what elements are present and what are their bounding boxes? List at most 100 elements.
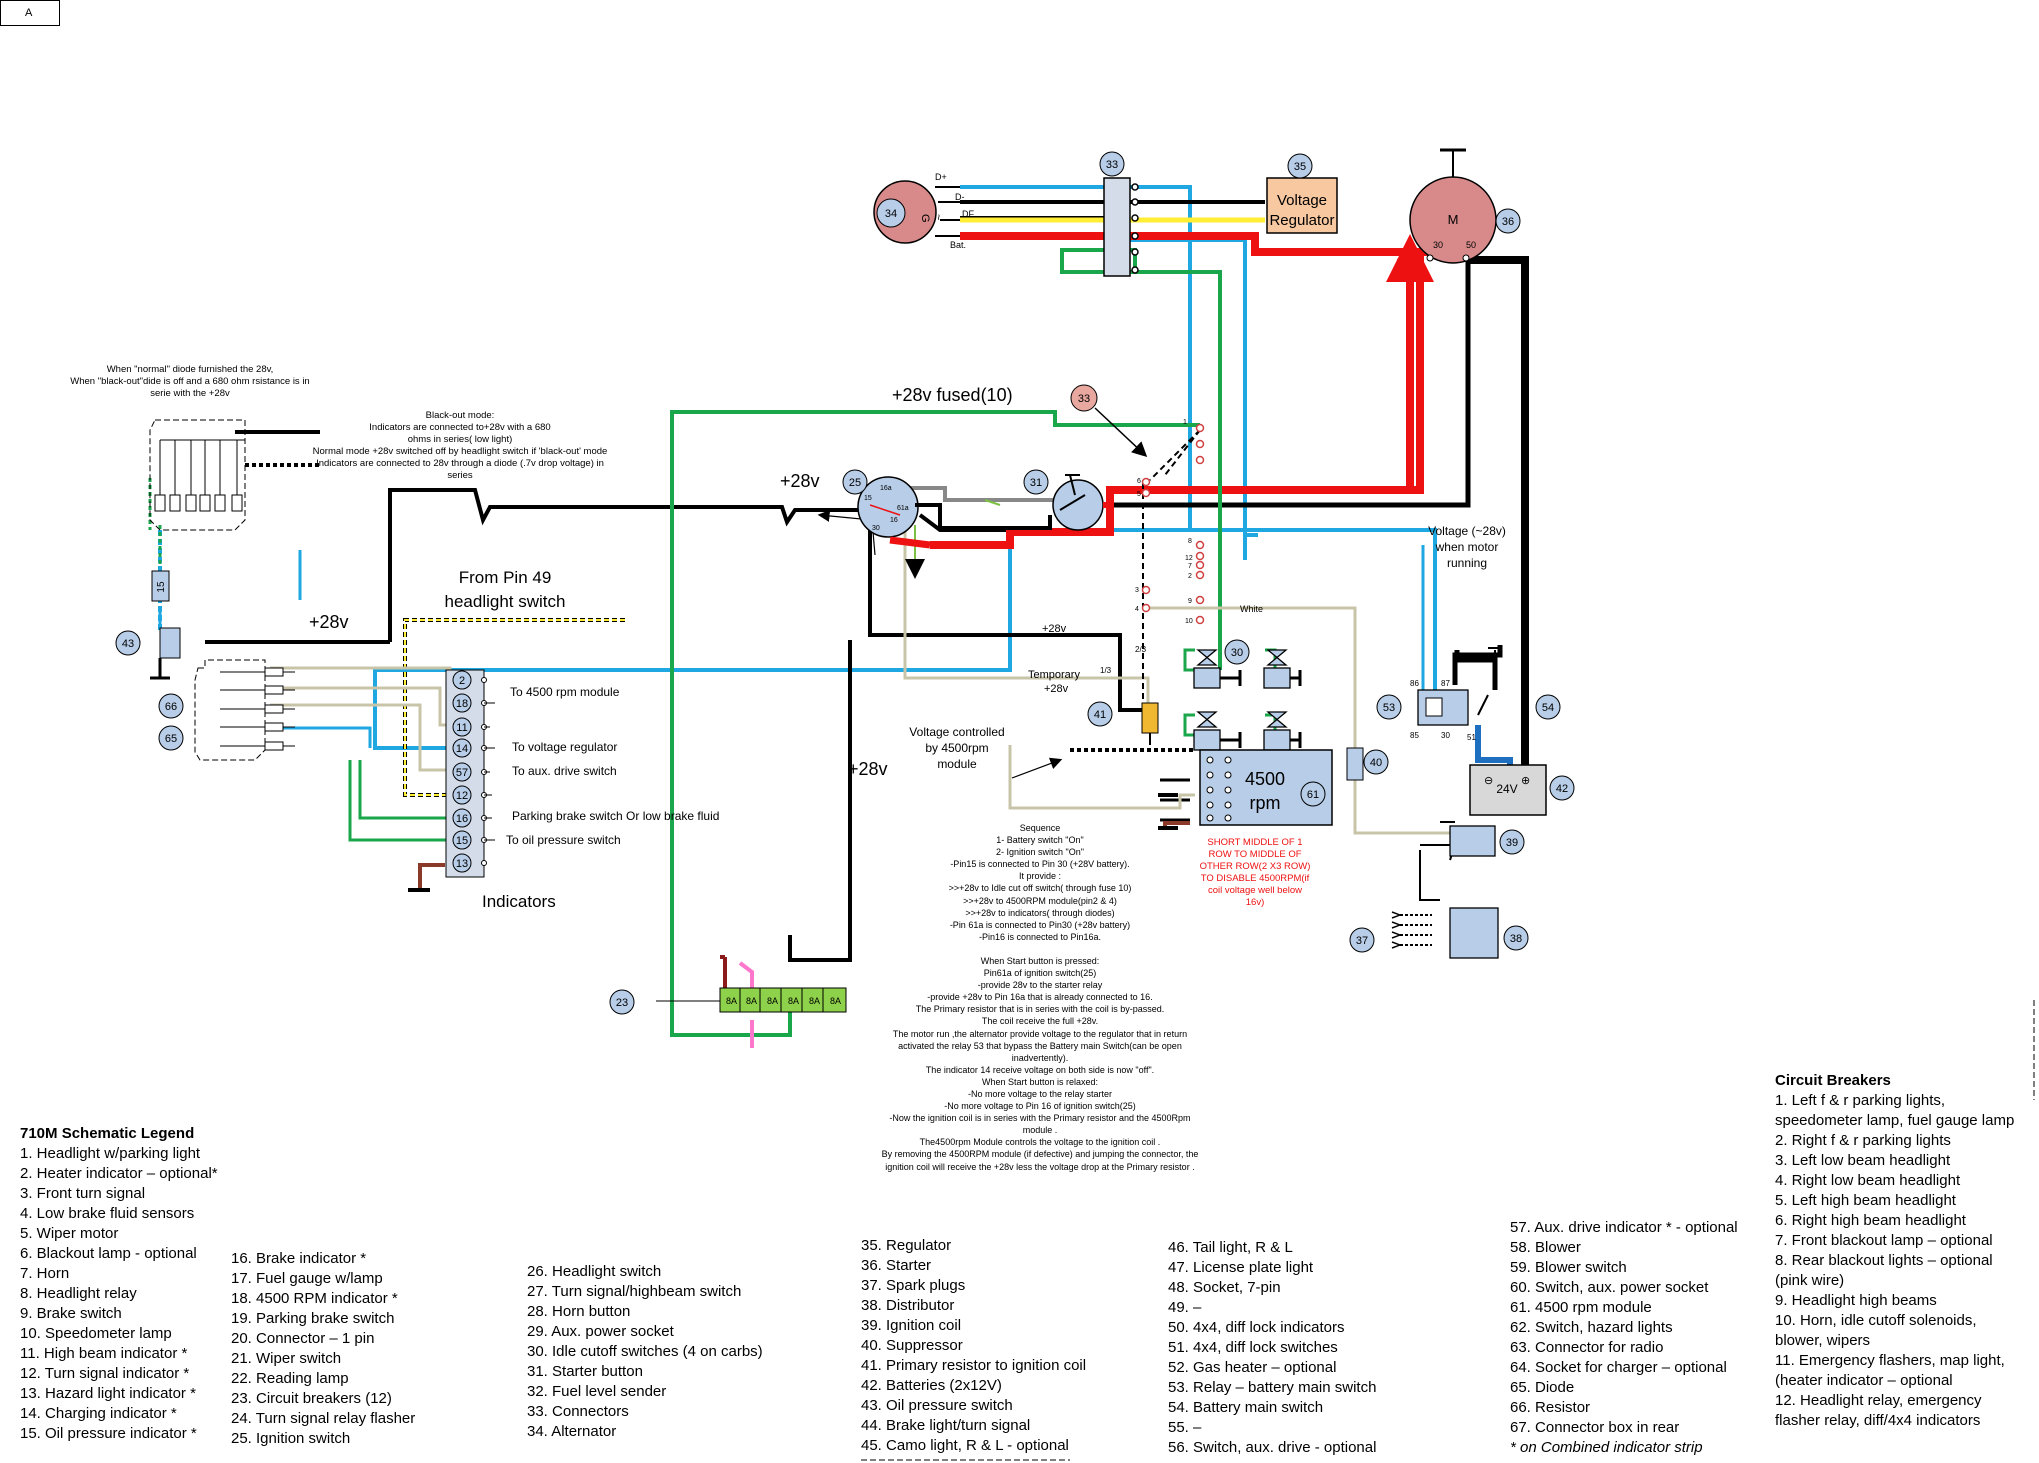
arrow-33b xyxy=(1094,407,1148,458)
sequence-line xyxy=(840,943,1240,955)
legend-item-10: 44. Brake light/turn signal xyxy=(861,1417,1031,1434)
ign-61a: 61a xyxy=(897,505,909,512)
svg-text:65: 65 xyxy=(165,733,177,745)
svg-text:16v): 16v) xyxy=(1246,897,1264,908)
svg-text:38: 38 xyxy=(1510,933,1522,945)
rpm-label-1: 4500 xyxy=(1245,769,1285,789)
wire-pink xyxy=(738,961,754,1048)
legend-item-2: 36. Starter xyxy=(861,1257,932,1274)
legend-item-9: 54. Battery main switch xyxy=(1168,1399,1324,1416)
label-p28-b: +28v xyxy=(309,612,349,632)
svg-text:37: 37 xyxy=(1356,935,1368,947)
label-fused: +28v fused(10) xyxy=(892,385,1013,405)
sequence-line: -No more voltage to the relay starter xyxy=(967,1088,1113,1099)
circuit-breakers-legend: Circuit Breakers 1. Left f & r parking l… xyxy=(1775,1071,2020,1431)
wire-blue-regulator xyxy=(1110,238,1247,560)
legend-item-3: 28. Horn button xyxy=(527,1303,631,1320)
volt-ctrl-2: by 4500rpm xyxy=(925,741,988,755)
wire-plug xyxy=(1400,914,1432,946)
breaker-item-4: 4. Right low beam headlight xyxy=(1775,1172,1961,1189)
svg-text:14: 14 xyxy=(456,743,468,755)
breaker-item-8: 8. Rear blackout lights – optional (pink… xyxy=(1775,1252,1993,1289)
battery-plus: ⊕ xyxy=(1521,775,1530,787)
wire-white xyxy=(1150,606,1357,748)
legend-item-6: 21. Wiper switch xyxy=(231,1350,342,1367)
pin-9: 9 xyxy=(1188,598,1192,605)
relay-85: 85 xyxy=(1410,731,1419,740)
legend-item-7: 7. Horn xyxy=(20,1265,70,1282)
wire-black-28v xyxy=(388,488,1150,712)
label-temp-1: Temporary xyxy=(1028,669,1080,681)
pin-6: 6 xyxy=(1137,478,1141,485)
white-label: White xyxy=(1240,604,1263,614)
svg-text:23: 23 xyxy=(616,997,628,1009)
wire-module-left xyxy=(1008,745,1195,810)
label-2-3: 2/3 xyxy=(1135,645,1147,654)
legend-item-10: 25. Ignition switch xyxy=(231,1430,351,1447)
volt-motor-1: Voltage (~28v) xyxy=(1428,524,1506,538)
wire-green-oil xyxy=(348,760,470,842)
svg-text:35: 35 xyxy=(1294,161,1306,173)
legend-item-5: 30. Idle cutoff switches (4 on carbs) xyxy=(527,1343,763,1360)
rpm-label-2: rpm xyxy=(1250,793,1281,813)
svg-text:66: 66 xyxy=(165,701,177,713)
distributor-38 xyxy=(1449,907,1499,959)
svg-text:42: 42 xyxy=(1556,783,1568,795)
sequence-line: By removing the 4500RPM module (if defec… xyxy=(881,1149,1199,1160)
svg-text:8A: 8A xyxy=(746,996,757,1006)
starter-button-31 xyxy=(1052,479,1104,531)
label-p28-a: +28v xyxy=(780,471,820,491)
to-aux-label: To aux. drive switch xyxy=(512,764,617,778)
legend-item-3: 18. 4500 RPM indicator * xyxy=(231,1290,398,1307)
label-gen-tilde: ~ xyxy=(932,214,944,220)
svg-text:43: 43 xyxy=(122,638,134,650)
sequence-line: The motor run ,the alternator provide vo… xyxy=(892,1028,1188,1039)
wire-green-fused xyxy=(670,410,1200,1037)
connector-33-pink xyxy=(1070,384,1098,412)
svg-text:TO DISABLE 4500RPM(if: TO DISABLE 4500RPM(if xyxy=(1201,873,1310,884)
svg-text:SHORT MIDDLE OF 1: SHORT MIDDLE OF 1 xyxy=(1207,837,1302,848)
legend-item-6: 6. Blackout lamp - optional xyxy=(20,1245,197,1262)
breaker-item-9: 9. Headlight high beams xyxy=(1775,1292,1937,1309)
to-4500-label: To 4500 rpm module xyxy=(510,685,620,699)
wire-beige-left xyxy=(270,666,470,772)
resistor-diode-block xyxy=(194,659,266,761)
oil-pressure-label: To oil pressure switch xyxy=(506,833,621,847)
ignition-coil-39 xyxy=(1449,825,1496,857)
legend-item-11: 45. Camo light, R & L - optional xyxy=(861,1437,1069,1454)
wire-red-ign xyxy=(889,536,931,549)
sequence-line: The coil receive the full +28v. xyxy=(981,1016,1099,1027)
legend-item-7: 52. Gas heater – optional xyxy=(1168,1359,1337,1376)
label-gen-g: G xyxy=(919,214,931,223)
connector-33-top xyxy=(1103,177,1131,277)
legend-item-5: 39. Ignition coil xyxy=(861,1317,962,1334)
oil-pressure-switch-43 xyxy=(159,627,181,659)
wire-red-starter xyxy=(930,252,1424,549)
svg-text:coil voltage well below: coil voltage well below xyxy=(1208,885,1302,896)
svg-text:40: 40 xyxy=(1370,757,1382,769)
primary-resistor-41 xyxy=(1141,702,1159,734)
legend-item-7: 22. Reading lamp xyxy=(231,1370,349,1387)
from-pin-2: headlight switch xyxy=(445,592,566,611)
indicators-label: Indicators xyxy=(482,892,556,911)
legend-footnote: * on Combined indicator strip xyxy=(1510,1439,1703,1456)
svg-text:53: 53 xyxy=(1383,702,1395,714)
svg-text:8A: 8A xyxy=(788,996,799,1006)
svg-text:30: 30 xyxy=(1231,647,1243,659)
wire-blue-left xyxy=(373,528,1190,750)
indicator-strip-numbers: 2 18 11 14 57 12 16 15 13 xyxy=(456,675,468,870)
pin-4: 4 xyxy=(1135,606,1139,613)
sequence-line: -Now the ignition coil is in series with… xyxy=(889,1113,1191,1124)
legend-item-2: 2. Heater indicator – optional* xyxy=(20,1165,218,1182)
wire-black-motor50 xyxy=(1107,258,1471,515)
ign-16a: 16a xyxy=(880,485,892,492)
sequence-line: -provide +28v to Pin 16a that is already… xyxy=(927,992,1153,1003)
sequence-line: 2- Ignition switch "On" xyxy=(996,847,1084,858)
motor-30: 30 xyxy=(1433,240,1443,250)
legend-item-5: 20. Connector – 1 pin xyxy=(231,1330,375,1347)
relay-87: 87 xyxy=(1441,679,1450,688)
breaker-item-3: 3. Left low beam headlight xyxy=(1775,1152,1951,1169)
sequence-line: The4500rpm Module controls the voltage t… xyxy=(919,1137,1161,1148)
